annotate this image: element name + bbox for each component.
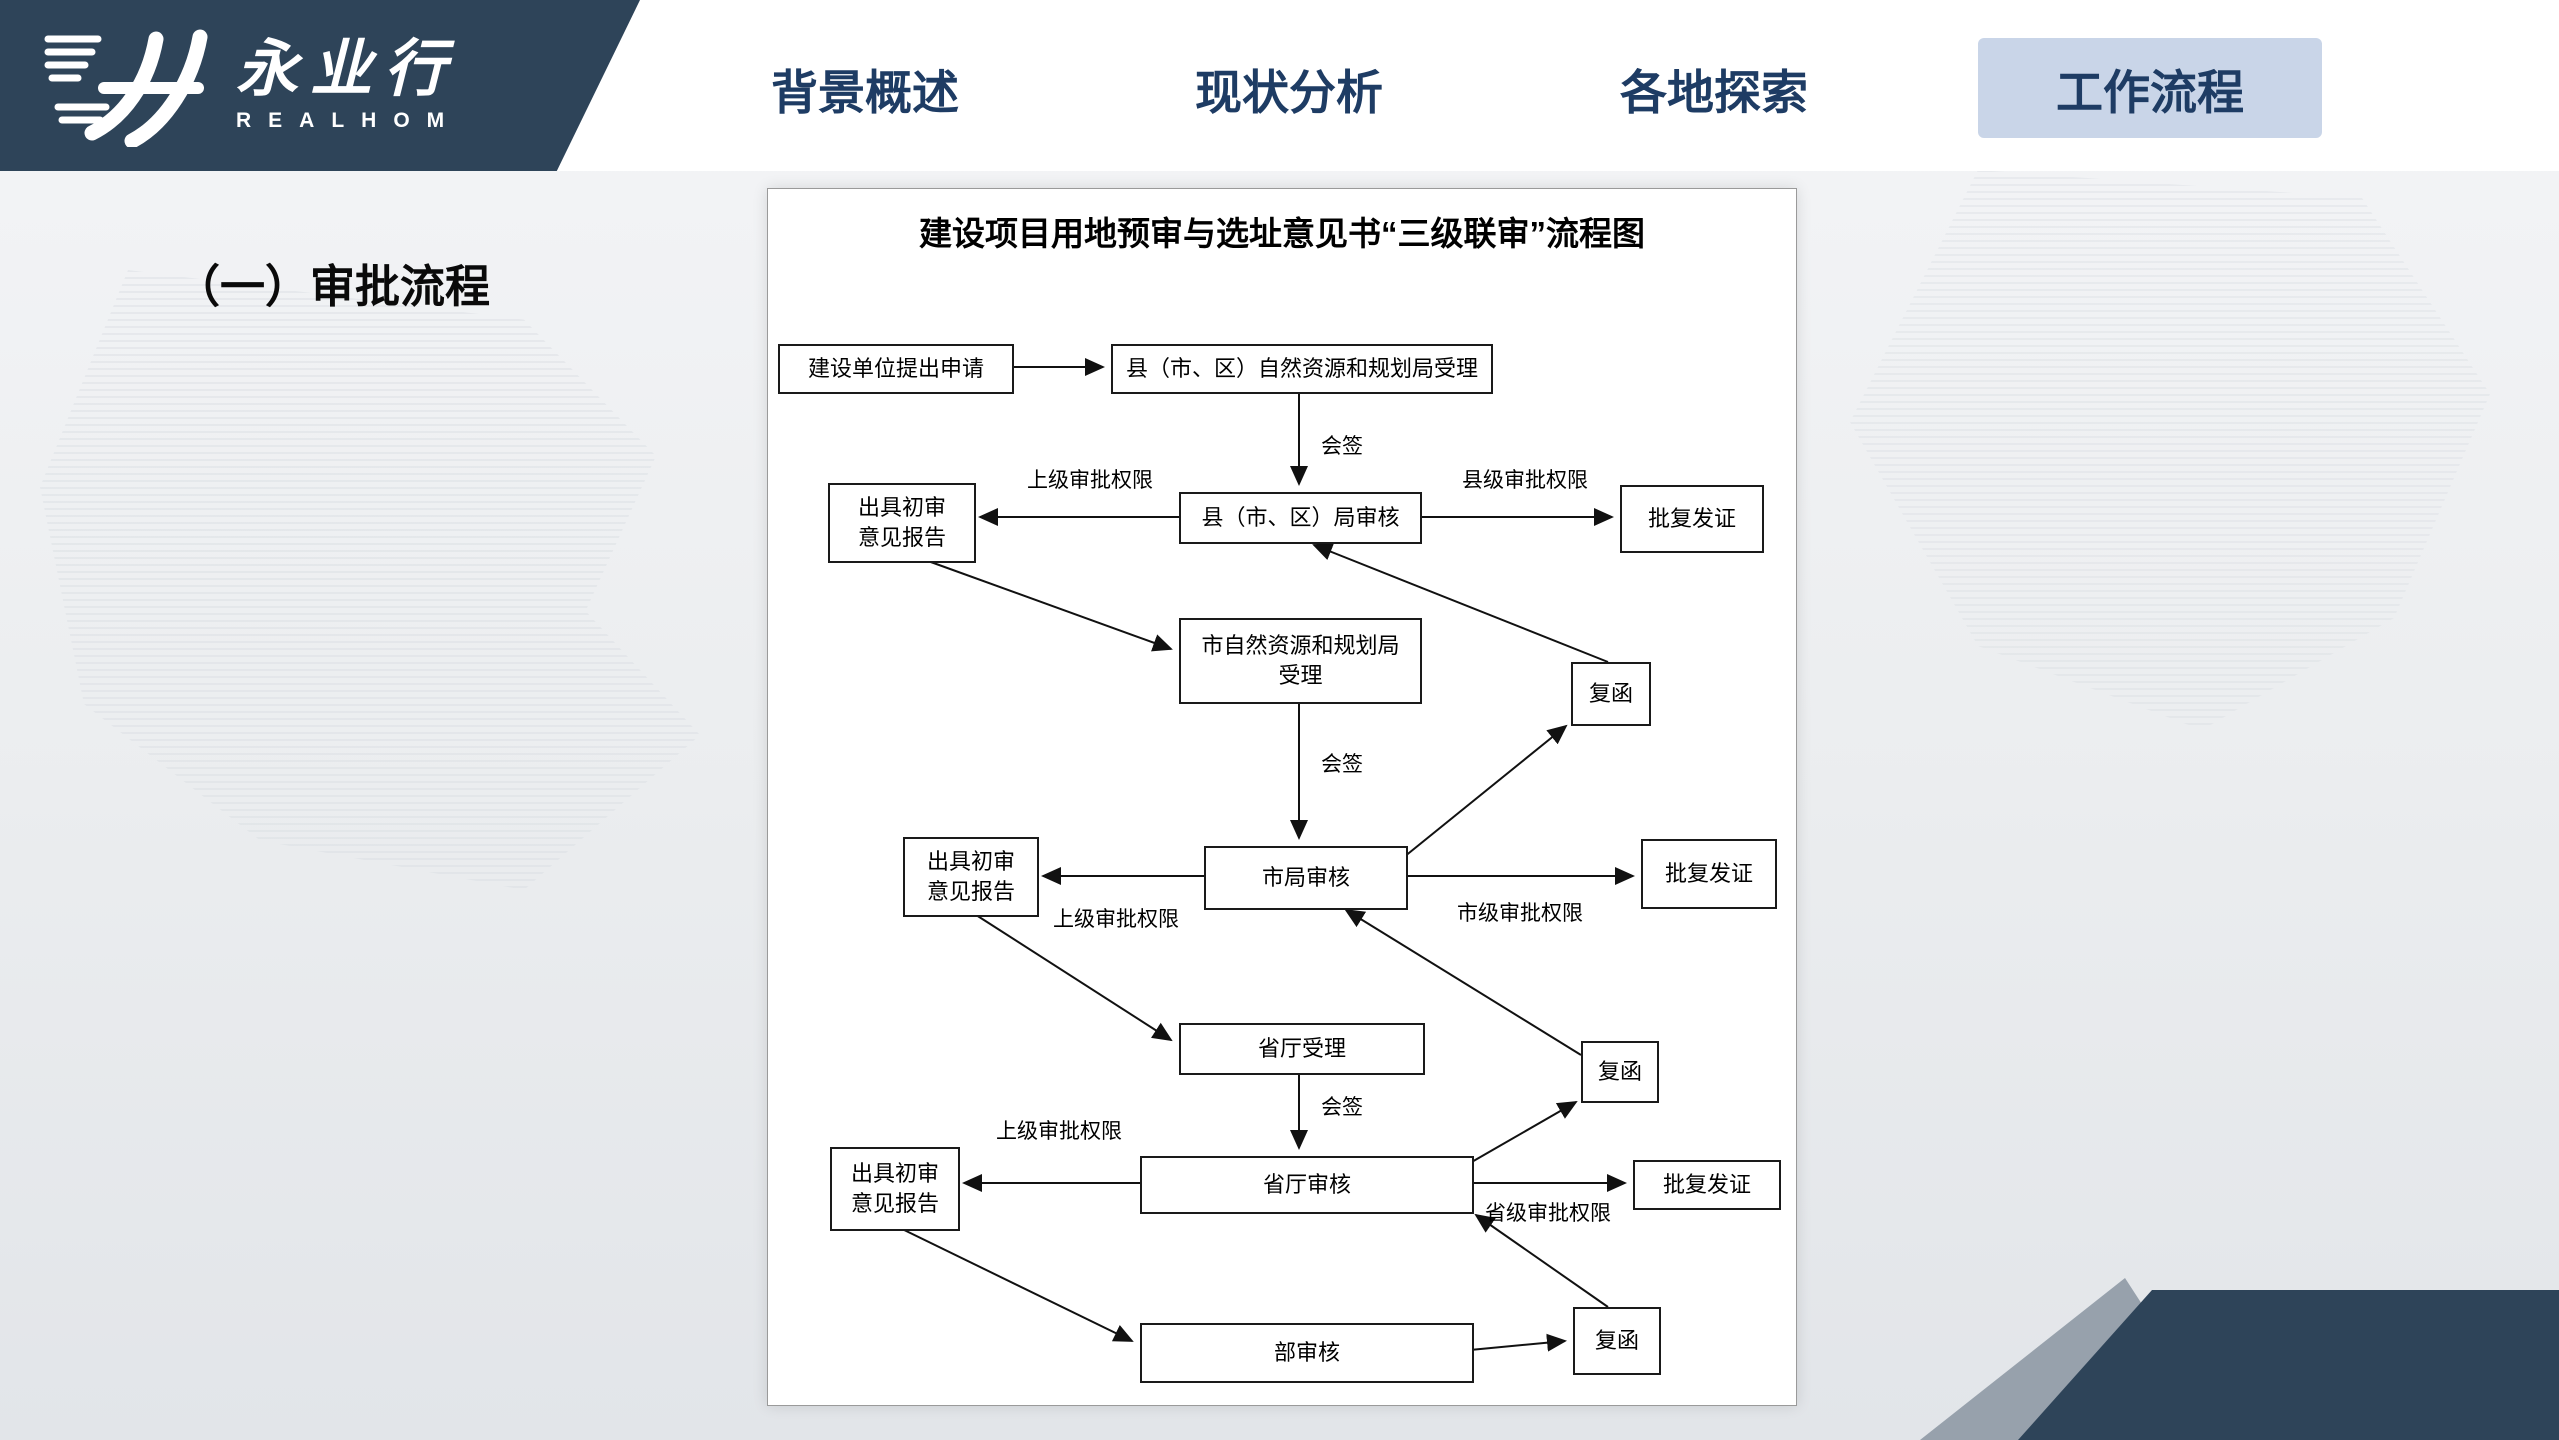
tab-background-overview[interactable]: 背景概述 [771,65,959,119]
flow-box-province-review: 省厅审核 [1140,1156,1474,1214]
flow-box-city-accept: 市自然资源和规划局 受理 [1179,618,1422,704]
label-upper-authority-2: 上级审批权限 [1053,907,1179,931]
flow-box-initial-report-1: 出具初审 意见报告 [828,483,976,563]
flow-box-reply-1: 复函 [1571,662,1651,726]
flow-box-license-2: 批复发证 [1641,839,1777,909]
realhom-logo-icon [44,29,208,147]
flow-box-county-review: 县（市、区）局审核 [1179,492,1422,544]
label-city-authority: 市级审批权限 [1457,901,1583,925]
flow-box-province-accept: 省厅受理 [1179,1023,1425,1075]
world-map-watermark-right [1850,170,2490,730]
flow-box-license-1: 批复发证 [1620,485,1764,553]
flow-box-ministry-review: 部审核 [1140,1323,1474,1383]
flow-box-reply-3: 复函 [1573,1307,1661,1375]
tab-local-exploration[interactable]: 各地探索 [1620,65,1808,119]
logo-title: 永业行 [236,35,459,104]
flow-box-reply-2: 复函 [1581,1041,1659,1103]
logo-text: 永业行 REALHOM [236,39,461,133]
flow-box-license-3: 批复发证 [1633,1160,1781,1210]
label-countersign-3: 会签 [1321,1095,1363,1119]
label-province-authority: 省级审批权限 [1485,1201,1611,1225]
header-bar: 永业行 REALHOM 背景概述 现状分析 各地探索 工作流程 [0,0,2559,171]
label-county-authority: 县级审批权限 [1462,468,1588,492]
label-countersign-2: 会签 [1321,752,1363,776]
flow-box-county-accept: 县（市、区）自然资源和规划局受理 [1111,344,1493,394]
logo-block: 永业行 REALHOM [0,0,640,171]
flowchart-panel: 建设项目用地预审与选址意见书“三级联审”流程图 [767,188,1797,1406]
flowchart-title: 建设项目用地预审与选址意见书“三级联审”流程图 [919,215,1645,252]
flow-box-initial-report-3: 出具初审 意见报告 [830,1147,960,1231]
section-title: （一）审批流程 [175,261,491,312]
corner-decoration [1920,1278,2559,1440]
tab-status-analysis[interactable]: 现状分析 [1195,65,1383,119]
flow-box-apply: 建设单位提出申请 [778,344,1014,394]
logo-subtitle: REALHOM [236,108,462,132]
label-upper-authority-1: 上级审批权限 [1027,468,1153,492]
label-upper-authority-3: 上级审批权限 [996,1119,1122,1143]
tab-workflow[interactable]: 工作流程 [1978,38,2322,138]
label-countersign-1: 会签 [1321,434,1363,458]
flowchart-connectors [897,358,1635,1352]
flow-box-city-review: 市局审核 [1204,846,1408,910]
flow-box-initial-report-2: 出具初审 意见报告 [903,837,1039,917]
